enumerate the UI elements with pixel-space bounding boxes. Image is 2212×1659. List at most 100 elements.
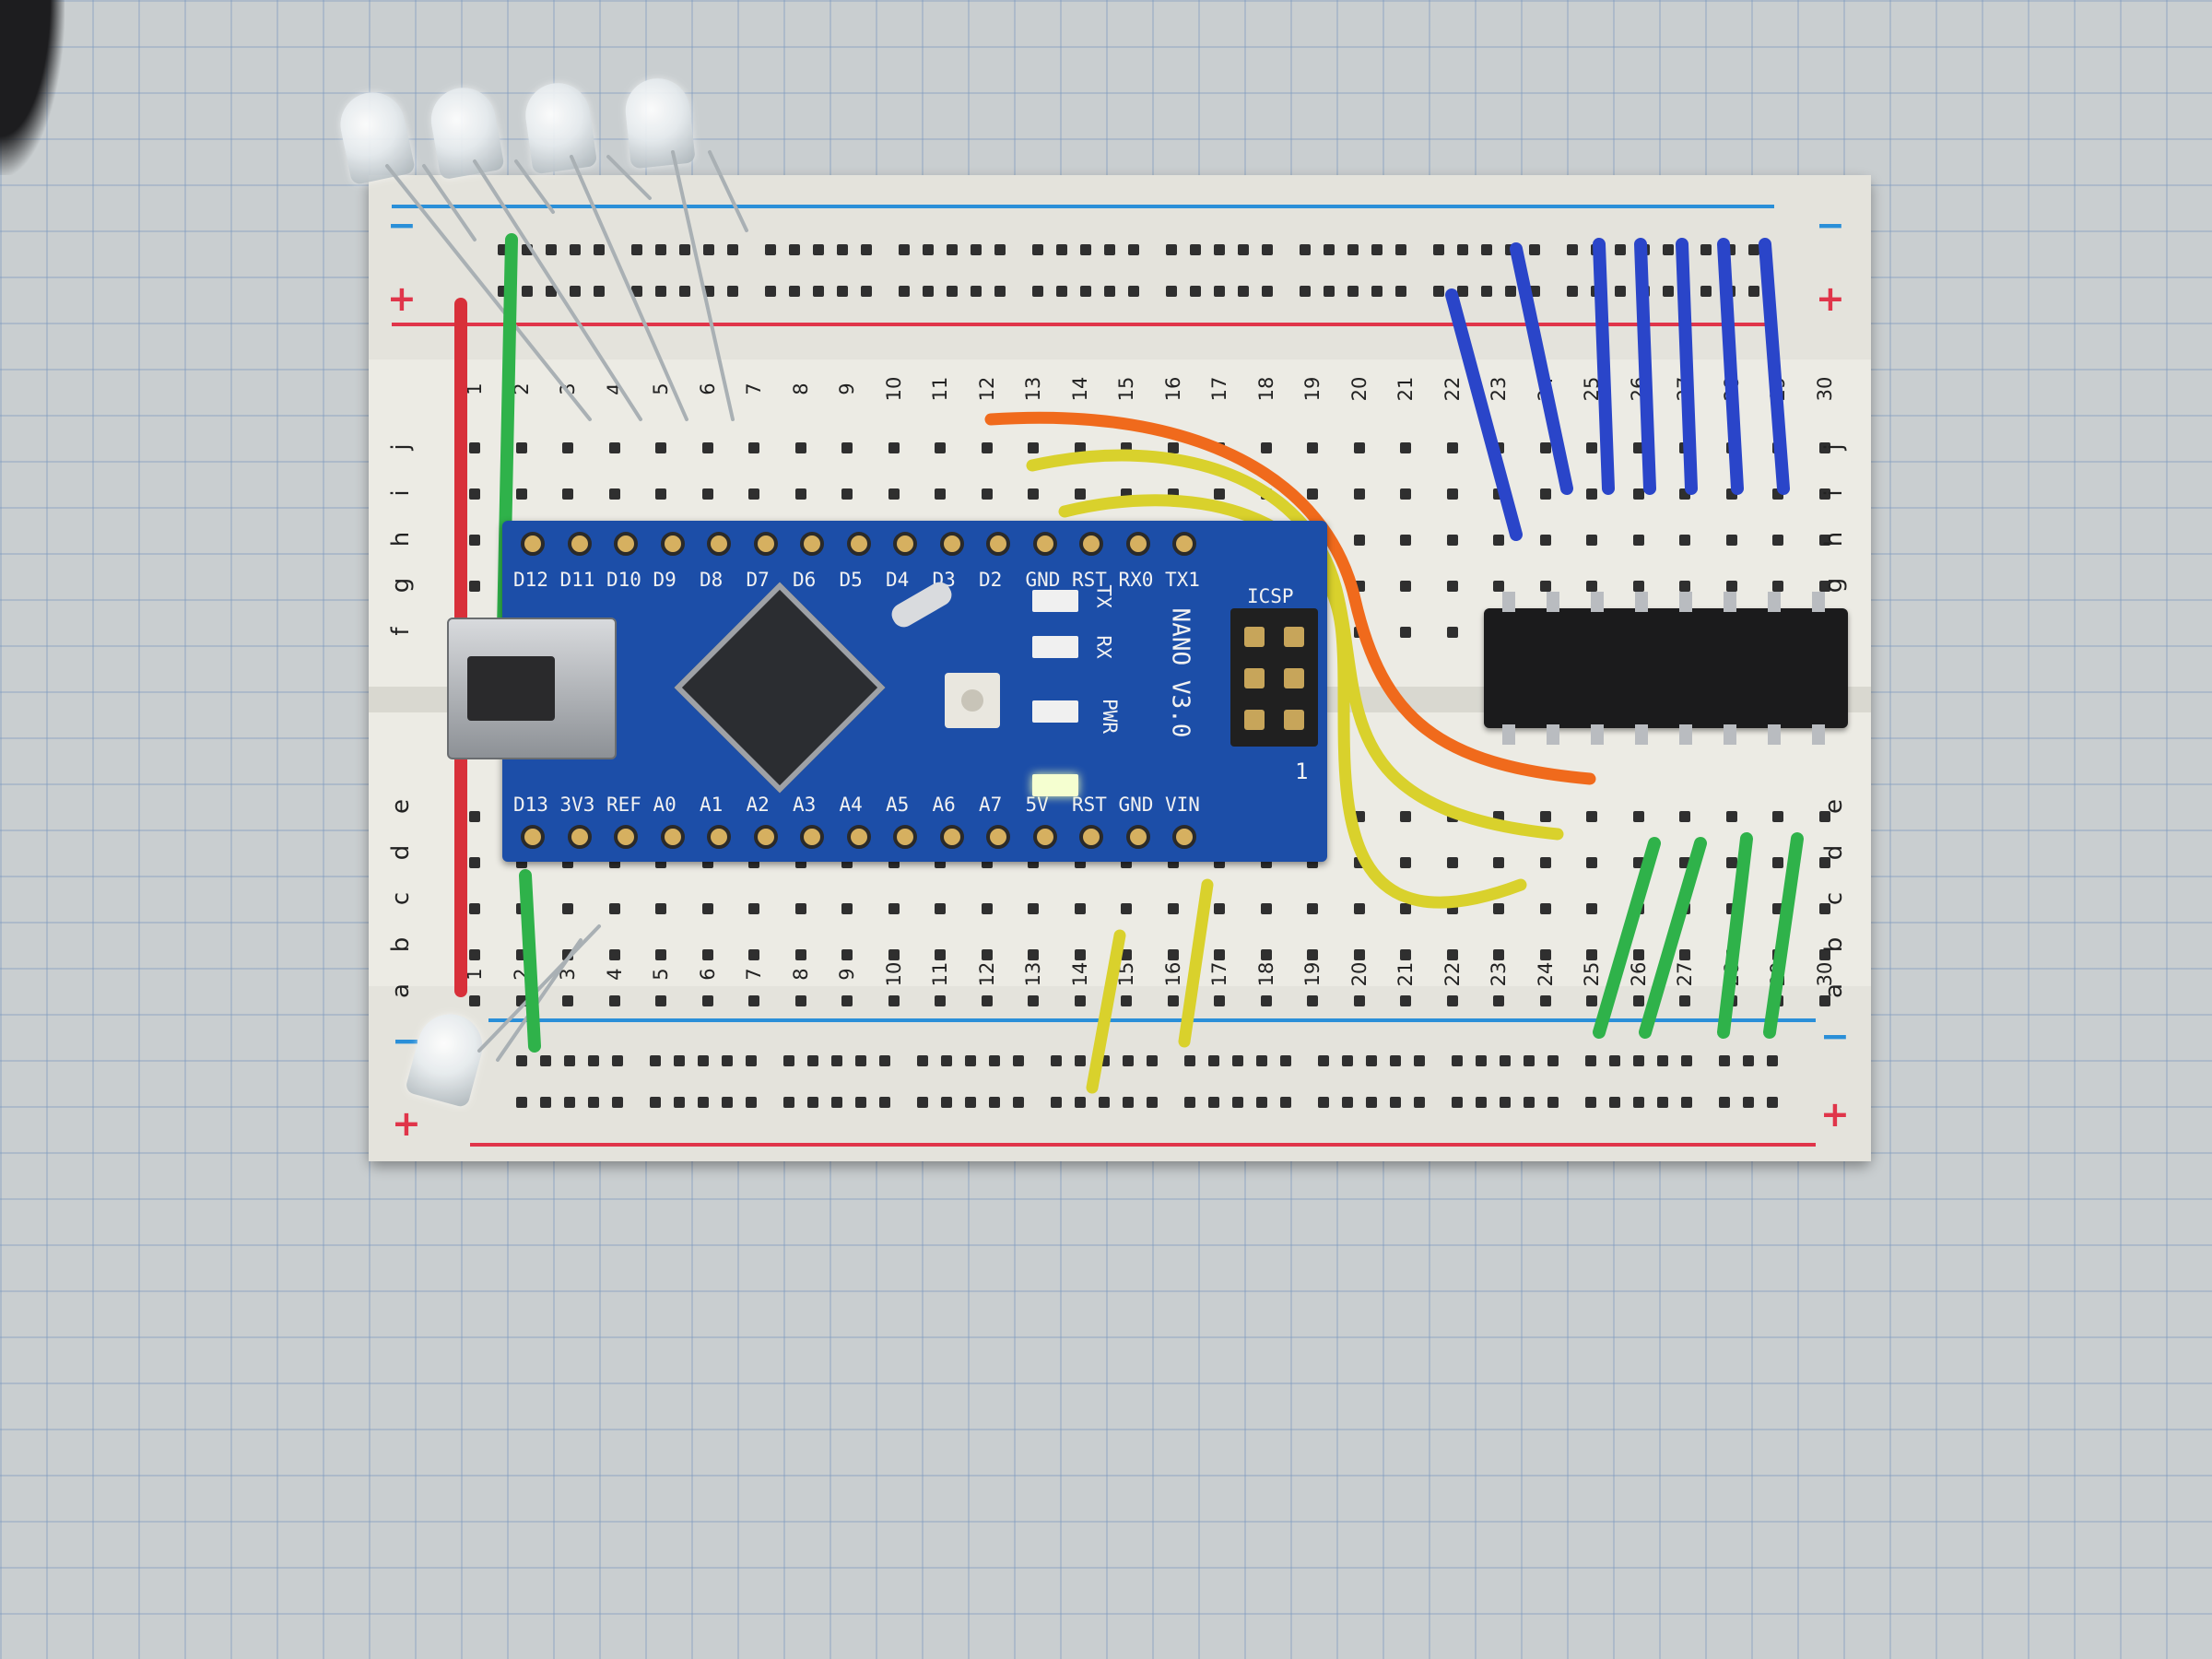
breadboard-hole: [562, 903, 573, 914]
breadboard-hole: [1586, 442, 1597, 453]
breadboard-hole: [861, 244, 872, 255]
mini-usb-connector[interactable]: [447, 618, 617, 759]
breadboard-hole: [1167, 995, 1179, 1006]
ic-pin-leg: [1502, 592, 1515, 612]
breadboard-hole: [1493, 535, 1504, 546]
breadboard-hole: [746, 1097, 757, 1108]
reset-button[interactable]: [945, 673, 1000, 728]
breadboard-hole: [1013, 1097, 1024, 1108]
breadboard-hole: [1318, 1097, 1329, 1108]
breadboard-hole: [1260, 903, 1272, 914]
breadboard-hole: [861, 286, 872, 297]
breadboard-hole: [1075, 1055, 1086, 1066]
breadboard-hole: [1032, 286, 1043, 297]
breadboard-hole: [1633, 1055, 1644, 1066]
nano-header-pin: [939, 825, 964, 849]
breadboard-hole: [1260, 442, 1272, 453]
breadboard-hole: [655, 244, 666, 255]
nano-header-pin: [567, 825, 592, 849]
bottom-rail-plus-sign-right: +: [1820, 1094, 1850, 1135]
breadboard-hole: [1262, 286, 1273, 297]
breadboard-hole: [1307, 903, 1318, 914]
breadboard-hole: [1121, 903, 1132, 914]
breadboard-hole: [522, 286, 533, 297]
breadboard-hole: [947, 244, 958, 255]
breadboard-hole: [608, 903, 620, 914]
breadboard-hole: [794, 995, 806, 1006]
bottom-rail-red-line: [470, 1143, 1816, 1147]
breadboard-hole: [841, 995, 853, 1006]
nano-header-pin: [893, 532, 917, 556]
nano-header-pin: [800, 825, 824, 849]
breadboard-hole: [1051, 1097, 1062, 1108]
breadboard-hole: [1371, 286, 1382, 297]
shift-register-ic: [1484, 592, 1848, 745]
breadboard-hole: [1366, 1055, 1377, 1066]
breadboard-hole: [971, 286, 982, 297]
breadboard-hole: [813, 244, 824, 255]
top-rail-minus-sign-right: −: [1816, 205, 1845, 245]
breadboard-hole: [1524, 1055, 1535, 1066]
breadboard-hole: [1772, 535, 1783, 546]
breadboard-hole: [748, 488, 759, 500]
breadboard-hole: [789, 244, 800, 255]
breadboard-hole: [1772, 581, 1783, 592]
icsp-pin1-mark: 1: [1295, 759, 1309, 784]
breadboard-hole: [1446, 857, 1458, 868]
breadboard-hole: [1400, 488, 1411, 500]
breadboard-hole: [1400, 627, 1411, 638]
breadboard-hole: [1539, 535, 1551, 546]
breadboard-hole: [564, 1097, 575, 1108]
breadboard-hole: [888, 903, 900, 914]
breadboard-hole: [1539, 581, 1551, 592]
nano-header-pin: [753, 532, 778, 556]
breadboard-hole: [1493, 949, 1504, 960]
breadboard-hole: [981, 442, 993, 453]
breadboard-hole: [1433, 244, 1444, 255]
nano-header-pin: [567, 532, 592, 556]
nano-pin-label: D5: [839, 569, 863, 591]
breadboard-hole: [1700, 244, 1712, 255]
breadboard-hole: [1028, 488, 1039, 500]
nano-pin-label: 3V3: [559, 794, 595, 816]
breadboard-hole: [698, 1055, 709, 1066]
breadboard-hole: [570, 244, 581, 255]
breadboard-hole: [1353, 903, 1365, 914]
breadboard-hole: [917, 1097, 928, 1108]
breadboard-hole: [1433, 286, 1444, 297]
breadboard-hole: [1104, 244, 1115, 255]
breadboard-hole: [1353, 442, 1365, 453]
breadboard-hole: [612, 1097, 623, 1108]
breadboard-hole: [655, 995, 666, 1006]
breadboard-hole: [1208, 1097, 1219, 1108]
green-wire-bottom: [519, 869, 541, 1053]
breadboard-hole: [1481, 244, 1492, 255]
breadboard-hole: [1028, 442, 1039, 453]
breadboard-hole: [1353, 995, 1365, 1006]
green-jumpers: [1593, 832, 1804, 1039]
breadboard-hole: [612, 1055, 623, 1066]
breadboard-hole: [1493, 903, 1504, 914]
breadboard-hole: [469, 488, 480, 500]
breadboard-hole: [789, 286, 800, 297]
nano-pin-label: D4: [886, 569, 910, 591]
breadboard-hole: [1028, 949, 1039, 960]
breadboard-hole: [1818, 488, 1830, 500]
breadboard-hole: [1457, 286, 1468, 297]
breadboard-hole: [1128, 244, 1139, 255]
breadboard-hole: [1400, 535, 1411, 546]
nano-pin-label: GND: [1118, 794, 1154, 816]
breadboard-hole: [701, 995, 713, 1006]
breadboard-hole: [917, 1055, 928, 1066]
breadboard-hole: [469, 995, 480, 1006]
ic-pin-leg: [1635, 592, 1648, 612]
breadboard-hole: [1074, 488, 1086, 500]
breadboard-hole: [1075, 1097, 1086, 1108]
breadboard-hole: [1748, 244, 1759, 255]
breadboard-hole: [1167, 949, 1179, 960]
breadboard-hole: [608, 949, 620, 960]
breadboard-hole: [1232, 1055, 1243, 1066]
breadboard-hole: [594, 244, 605, 255]
breadboard-hole: [1147, 1055, 1158, 1066]
top-rail-blue-line: [392, 205, 1774, 208]
